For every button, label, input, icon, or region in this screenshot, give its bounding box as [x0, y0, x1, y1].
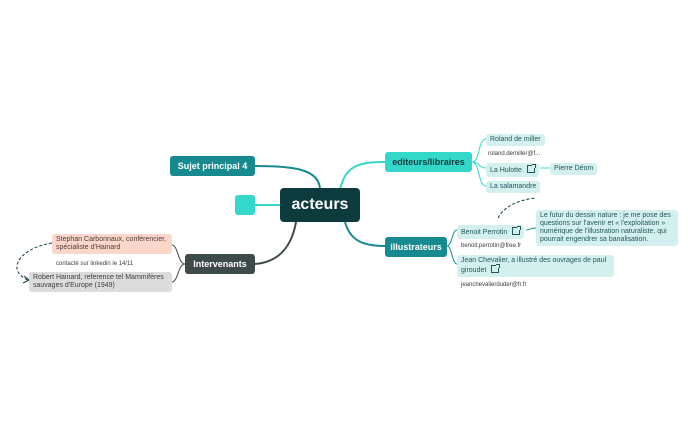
link-sujet	[254, 165, 321, 191]
hulotte-label: La Hulotte	[490, 167, 522, 174]
link-illustrateurs	[344, 221, 386, 247]
subtopic-pierre[interactable]: Pierre Déom	[550, 163, 598, 175]
main-node-sujet[interactable]: Sujet principal 4	[170, 156, 255, 176]
link-dashed-stephan-robert	[16, 242, 53, 281]
note-roland-email: roland.demiller@f...	[488, 151, 541, 157]
external-link-icon[interactable]	[512, 226, 522, 235]
link-intervenants	[254, 221, 297, 265]
link-benoit	[446, 229, 458, 247]
note-jean-email: jeanchevalierduder@fr.fr	[461, 282, 527, 288]
subtopic-roland[interactable]: Roland de miller	[486, 134, 545, 146]
link-stephan	[171, 244, 186, 265]
main-node-editeurs[interactable]: editeurs/libraires	[385, 152, 472, 172]
subtopic-jean[interactable]: Jean Chevalier, a illustré des ouvrages …	[457, 255, 614, 277]
link-jean	[446, 245, 458, 265]
link-salamandre	[471, 161, 487, 187]
benoit-label: Benoit Perrotin	[461, 229, 508, 236]
link-dashed-benoit	[497, 197, 536, 219]
external-link-icon[interactable]	[491, 264, 501, 273]
subtopic-salamandre[interactable]: La salamandre	[486, 181, 541, 193]
link-robert	[171, 263, 186, 283]
subtopic-note-dessin[interactable]: Le futur du dessin nature : je me pose d…	[536, 210, 678, 246]
link-note	[525, 227, 537, 231]
subtopic-hulotte[interactable]: La Hulotte	[486, 163, 539, 177]
main-node-empty[interactable]	[235, 195, 255, 215]
note-benoit-email: benoit.perrotin@free.fr	[461, 243, 522, 249]
external-link-icon[interactable]	[526, 164, 536, 173]
subtopic-robert[interactable]: Robert Hainard, reference tel Mammifères…	[29, 272, 172, 292]
central-node[interactable]: acteurs	[280, 188, 360, 222]
note-stephan-linkedin: contacté sur linkedin le 14/11	[56, 261, 134, 267]
main-node-illustrateurs[interactable]: illustrateurs	[385, 237, 447, 257]
link-editeurs	[339, 161, 386, 191]
main-node-intervenants[interactable]: Intervenants	[185, 254, 255, 274]
link-roland	[471, 138, 487, 163]
jean-label: Jean Chevalier, a illustré des ouvrages …	[461, 257, 607, 274]
subtopic-stephan[interactable]: Stephan Carbonnaux, conférencier, spécia…	[52, 234, 172, 254]
subtopic-benoit[interactable]: Benoit Perrotin	[457, 225, 525, 239]
